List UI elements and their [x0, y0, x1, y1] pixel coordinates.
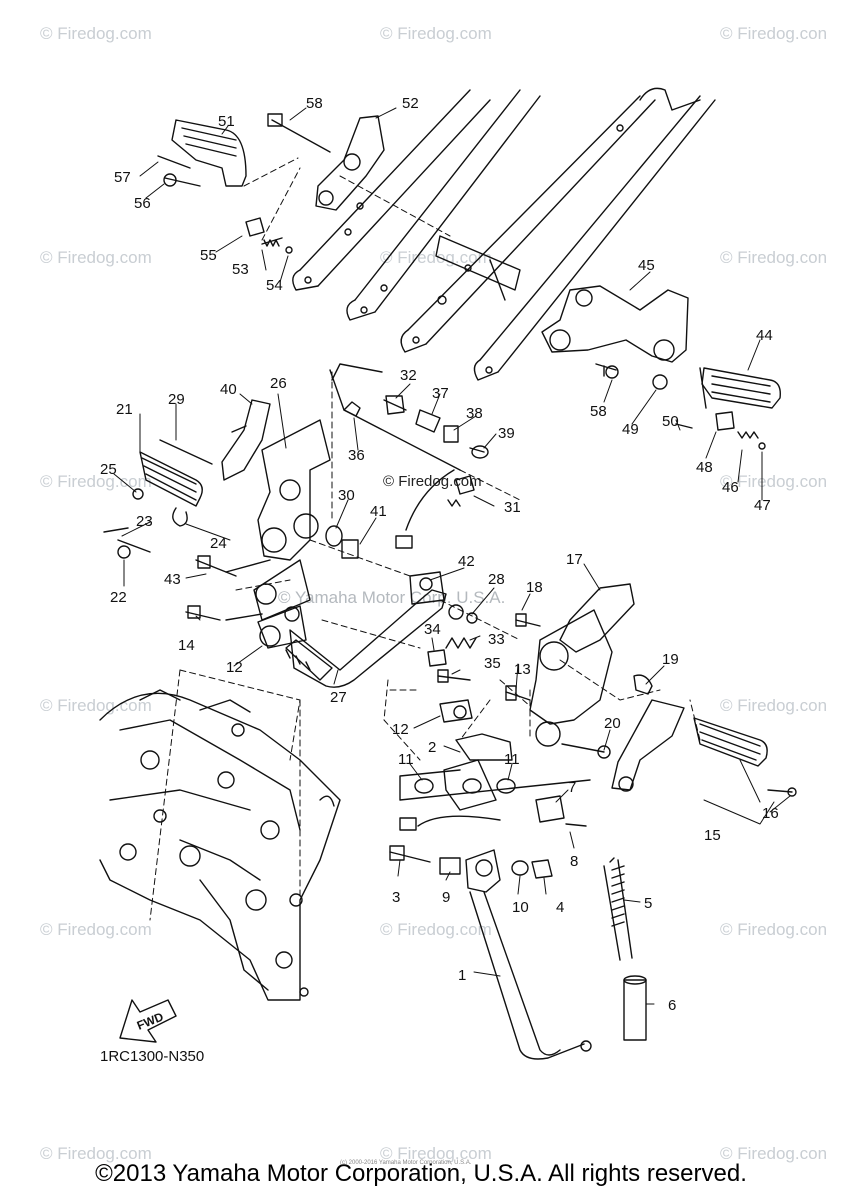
fwd-arrow	[119, 999, 177, 1043]
watermark-bottom-left: © Firedog.com	[40, 1144, 152, 1163]
callout-46: 46	[722, 479, 739, 496]
callout-48: 48	[696, 459, 713, 476]
callout-40: 40	[220, 381, 237, 398]
callout-21: 21	[116, 401, 133, 418]
callout-58b: 58	[590, 403, 607, 420]
callout-labels: 1 2 3 4 5 6 7 8 9 10 11 11 12 12 13 14 1…	[100, 95, 779, 1033]
callout-36: 36	[348, 447, 365, 464]
frame-lower-left	[99, 689, 341, 1001]
callout-31: 31	[504, 499, 521, 516]
watermark-top-right: © Firedog.con	[720, 24, 828, 43]
callout-37: 37	[432, 385, 449, 402]
callout-6: 6	[668, 997, 676, 1014]
callout-22: 22	[110, 589, 127, 606]
watermark-center-yamaha: © Yamaha Motor Corp. U.S.A.	[278, 588, 506, 607]
frame-rails	[292, 87, 716, 381]
watermark-bottom-center: © Firedog.com	[380, 1144, 492, 1163]
callout-15: 15	[704, 827, 721, 844]
callout-34: 34	[424, 621, 441, 638]
copyright-notice: ©2013 Yamaha Motor Corporation, U.S.A. A…	[95, 1160, 747, 1187]
callout-13: 13	[514, 661, 531, 678]
brake-pedal	[225, 559, 478, 688]
watermark-row2-center: © Firedog.com	[380, 248, 492, 267]
rider-footrest-right	[505, 583, 797, 797]
callout-2: 2	[428, 739, 436, 756]
callout-24: 24	[210, 535, 227, 552]
watermark-row5-right: © Firedog.con	[720, 920, 828, 939]
callout-54: 54	[266, 277, 283, 294]
callout-12a: 12	[392, 721, 409, 738]
callout-11a: 11	[398, 751, 414, 768]
watermark-row2-left: © Firedog.com	[40, 248, 152, 267]
callout-16: 16	[762, 805, 779, 822]
callout-19: 19	[662, 651, 679, 668]
watermark-row4-left: © Firedog.com	[40, 696, 152, 715]
callout-55: 55	[200, 247, 217, 264]
callout-14: 14	[178, 637, 195, 654]
passenger-footrest-left	[157, 113, 385, 254]
callout-1: 1	[458, 967, 466, 984]
callout-47: 47	[754, 497, 771, 514]
callout-42: 42	[458, 553, 475, 570]
callout-49: 49	[622, 421, 639, 438]
callout-56: 56	[134, 195, 151, 212]
callout-32: 32	[400, 367, 417, 384]
diagram-code: 1RC1300-N350	[100, 1048, 205, 1065]
callout-57: 57	[114, 169, 131, 186]
callout-4: 4	[556, 899, 564, 916]
callout-50: 50	[662, 413, 679, 430]
callout-58a: 58	[306, 95, 323, 112]
watermark-row2-right: © Firedog.con	[720, 248, 828, 267]
callout-51: 51	[218, 113, 235, 130]
callout-33: 33	[488, 631, 505, 648]
passenger-footrest-right	[541, 285, 781, 450]
callout-38: 38	[466, 405, 483, 422]
callout-39: 39	[498, 425, 515, 442]
callout-3: 3	[392, 889, 400, 906]
callout-25: 25	[100, 461, 117, 478]
callout-35: 35	[484, 655, 501, 672]
callout-11b: 11	[504, 751, 520, 768]
watermark-row5-center: © Firedog.com	[380, 920, 492, 939]
callout-5: 5	[644, 895, 652, 912]
callout-23: 23	[136, 513, 153, 530]
callout-28: 28	[488, 571, 505, 588]
dashed-leaders	[149, 157, 701, 1001]
callout-52: 52	[402, 95, 419, 112]
watermark-top-center: © Firedog.com	[380, 24, 492, 43]
callout-26: 26	[270, 375, 287, 392]
watermark-top-left: © Firedog.com	[40, 24, 152, 43]
leader-lines	[113, 107, 791, 1005]
copyright-small: (c) 2000-2016 Yamaha Motor Corporation, …	[340, 1160, 472, 1166]
watermark-bottom-right: © Firedog.con	[720, 1144, 828, 1163]
callout-53: 53	[232, 261, 249, 278]
callout-18: 18	[526, 579, 543, 596]
callout-41: 41	[370, 503, 387, 520]
watermark-row3-left: © Firedog.com	[40, 472, 152, 491]
callout-12b: 12	[226, 659, 243, 676]
callout-17: 17	[566, 551, 583, 568]
sidestand-assembly	[389, 699, 647, 1060]
callout-9: 9	[442, 889, 450, 906]
callout-20: 20	[604, 715, 621, 732]
callout-8: 8	[570, 853, 578, 870]
watermark-row4-right: © Firedog.con	[720, 696, 828, 715]
callout-29: 29	[168, 391, 185, 408]
callout-27: 27	[330, 689, 347, 706]
callout-45: 45	[638, 257, 655, 274]
callout-30: 30	[338, 487, 355, 504]
watermark-row3-right: © Firedog.con	[720, 472, 828, 491]
callout-44: 44	[756, 327, 773, 344]
brake-switch-parts	[325, 363, 489, 559]
watermark-row5-left: © Firedog.com	[40, 920, 152, 939]
callout-10: 10	[512, 899, 529, 916]
callout-7: 7	[568, 779, 576, 796]
callout-43: 43	[164, 571, 181, 588]
